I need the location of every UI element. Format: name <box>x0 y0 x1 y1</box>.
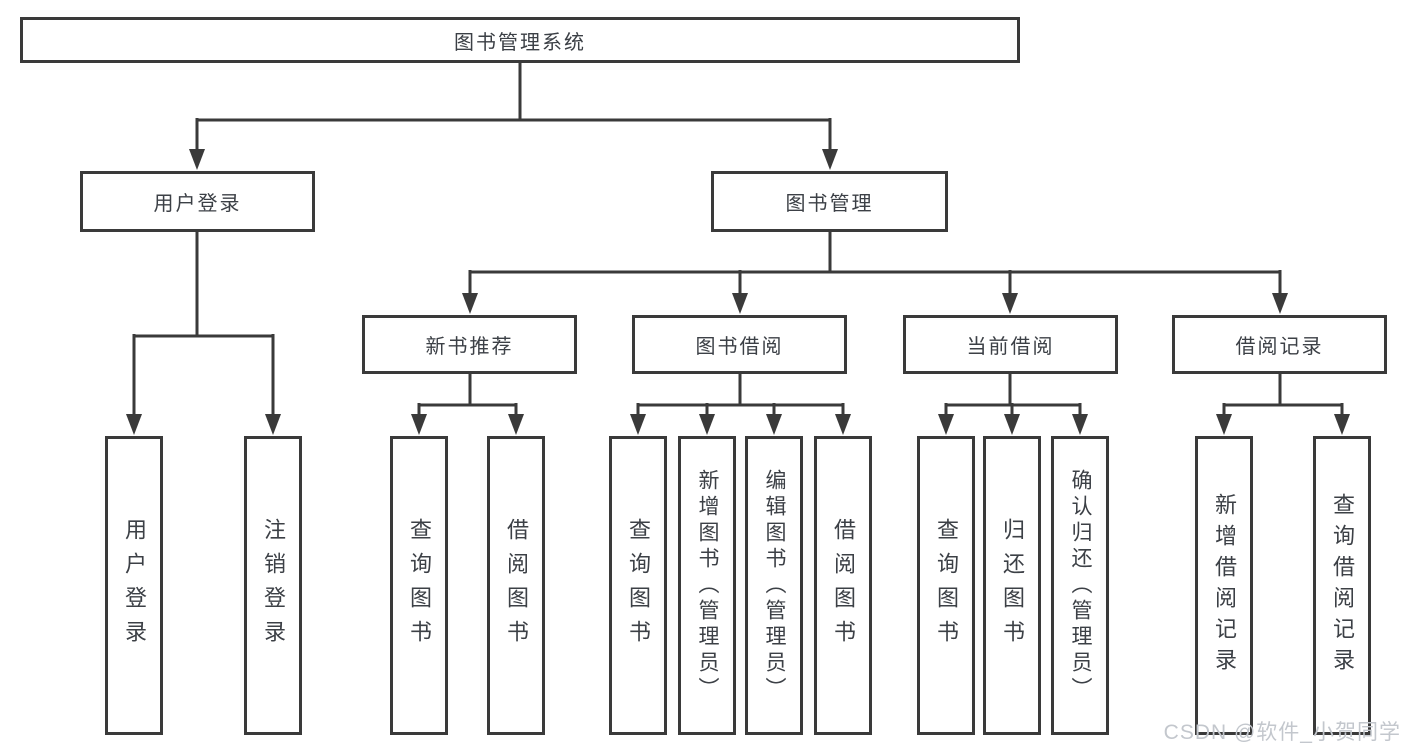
node-user-login: 用户登录 <box>80 171 315 232</box>
node-label: 归还图书 <box>1000 517 1025 654</box>
node-book-borrowing: 图书借阅 <box>632 315 847 374</box>
leaf-current-query-books: 查询图书 <box>917 436 975 735</box>
node-new-book-recommend: 新书推荐 <box>362 315 577 374</box>
node-label: 借阅图书 <box>831 517 856 654</box>
node-label: 借阅图书 <box>504 517 529 654</box>
node-label: 借阅记录 <box>1235 336 1324 358</box>
leaf-user-login: 用户登录 <box>105 436 163 735</box>
node-label: 图书借阅 <box>695 336 784 358</box>
node-label: 图书管理系统 <box>454 31 586 54</box>
node-label: 查询借阅记录 <box>1330 492 1355 679</box>
leaf-borrowing-query-books: 查询图书 <box>609 436 667 735</box>
leaf-records-add-record: 新增借阅记录 <box>1195 436 1253 735</box>
node-label: 用户登录 <box>122 517 147 654</box>
leaf-recommend-borrow-books: 借阅图书 <box>487 436 545 735</box>
node-label: 图书管理 <box>785 193 874 215</box>
node-label: 查询图书 <box>407 517 432 654</box>
csdn-watermark: CSDN @软件_小贺同学 <box>1163 721 1401 744</box>
node-label: 查询图书 <box>934 517 959 654</box>
node-label: 查询图书 <box>626 517 651 654</box>
node-label: 用户登录 <box>153 193 242 215</box>
node-label: 新增借阅记录 <box>1212 492 1237 679</box>
leaf-borrowing-edit-books-admin: 编辑图书（管理员） <box>745 436 803 735</box>
node-book-management: 图书管理 <box>711 171 948 232</box>
leaf-logout: 注销登录 <box>244 436 302 735</box>
node-library-management-system: 图书管理系统 <box>20 17 1020 63</box>
node-borrowing-records: 借阅记录 <box>1172 315 1387 374</box>
leaf-current-confirm-return-admin: 确认归还（管理员） <box>1051 436 1109 735</box>
leaf-borrowing-borrow-books: 借阅图书 <box>814 436 872 735</box>
node-label: 新增图书（管理员） <box>696 468 719 703</box>
node-current-borrowing: 当前借阅 <box>903 315 1118 374</box>
leaf-current-return-books: 归还图书 <box>983 436 1041 735</box>
node-label: 确认归还（管理员） <box>1069 468 1092 703</box>
node-label: 编辑图书（管理员） <box>763 468 786 703</box>
leaf-borrowing-add-books-admin: 新增图书（管理员） <box>678 436 736 735</box>
leaf-recommend-query-books: 查询图书 <box>390 436 448 735</box>
node-label: 当前借阅 <box>966 336 1055 358</box>
node-label: 注销登录 <box>261 517 286 654</box>
node-label: 新书推荐 <box>425 336 514 358</box>
leaf-records-query-record: 查询借阅记录 <box>1313 436 1371 735</box>
